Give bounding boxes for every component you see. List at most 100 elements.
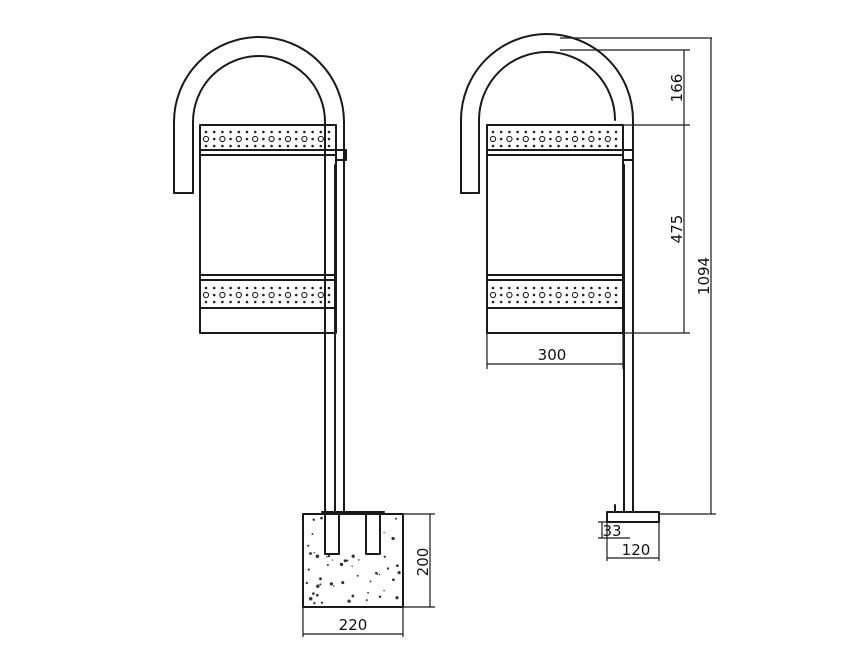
total-height-label: 1094 (695, 257, 713, 295)
perforation-hole (573, 144, 577, 148)
left-bottom-perforations (202, 286, 331, 304)
perforation-hole (219, 291, 226, 299)
perforation-hole (319, 300, 323, 304)
perforation-hole (253, 144, 257, 148)
perforation-hole (202, 291, 210, 299)
concrete-speck (356, 574, 359, 577)
perforation-hole (284, 135, 292, 143)
perforation-hole (499, 144, 503, 148)
perforation-hole (565, 137, 569, 141)
perforation-hole (245, 286, 249, 290)
footing-height-label: 200 (414, 548, 432, 577)
perforation-hole (590, 144, 593, 148)
perforation-hole (245, 144, 249, 148)
perforation-hole (540, 130, 544, 134)
perforation-hole (532, 130, 536, 134)
perforation-hole (491, 144, 495, 148)
perforation-hole (499, 130, 503, 134)
perforation-hole (614, 300, 618, 304)
perforation-hole (270, 300, 273, 304)
concrete-speck (351, 554, 355, 558)
perforation-hole (278, 137, 282, 141)
perforation-hole (499, 137, 503, 141)
perforation-hole (294, 137, 298, 141)
perforation-hole (319, 130, 323, 134)
perforation-hole (327, 130, 331, 134)
perforation-hole (506, 135, 513, 143)
left-basket (199, 124, 347, 334)
perforation-hole (581, 137, 585, 141)
perforation-hole (303, 300, 306, 304)
concrete-speck (346, 559, 349, 562)
basket-height-dimension: 475 (623, 125, 690, 334)
perforation-hole (303, 144, 306, 148)
perforation-hole (598, 137, 601, 141)
perforation-hole (252, 291, 259, 299)
perforation-hole (212, 300, 216, 304)
perforation-hole (286, 286, 290, 290)
perforation-hole (516, 137, 519, 141)
concrete-speck (378, 573, 381, 576)
concrete-speck (312, 593, 314, 595)
perforation-hole (268, 291, 275, 299)
perforation-hole (491, 286, 495, 290)
concrete-speck (319, 583, 322, 586)
perforation-hole (508, 286, 511, 290)
perforation-hole (319, 144, 323, 148)
perforation-hole (614, 144, 618, 148)
perforation-hole (565, 286, 569, 290)
perforation-hole (549, 300, 552, 304)
perforation-hole (555, 291, 562, 299)
perforation-hole (221, 130, 224, 134)
perforation-hole (489, 135, 497, 143)
arch-height-dimension: 166 (560, 37, 712, 126)
perforation-hole (571, 135, 579, 143)
perforation-hole (532, 300, 536, 304)
basket-width-label: 300 (538, 346, 567, 364)
perforation-hole (491, 130, 495, 134)
concrete-speck (305, 581, 308, 585)
perforation-hole (212, 286, 216, 290)
perforation-hole (237, 144, 241, 148)
perforation-hole (294, 130, 298, 134)
perforation-hole (557, 130, 560, 134)
perforation-hole (522, 291, 529, 299)
perforation-hole (327, 300, 331, 304)
perforation-hole (286, 144, 290, 148)
perforation-hole (598, 144, 601, 148)
perforation-hole (278, 130, 282, 134)
perforation-hole (262, 286, 265, 290)
concrete-speck (383, 531, 385, 534)
perforation-hole (262, 300, 265, 304)
perforation-hole (311, 144, 314, 148)
perforation-hole (311, 137, 314, 141)
footing-width-dimension: 220 (302, 607, 404, 637)
perforation-hole (524, 144, 528, 148)
perforation-hole (532, 137, 536, 141)
concrete-speck (326, 555, 328, 558)
concrete-speck (315, 593, 319, 597)
concrete-speck (339, 562, 344, 567)
perforation-hole (229, 300, 232, 304)
perforation-hole (237, 130, 241, 134)
perforation-hole (489, 291, 497, 299)
perforation-hole (539, 291, 546, 299)
concrete-speck (367, 591, 369, 594)
perforation-hole (327, 144, 331, 148)
perforation-hole (219, 135, 226, 143)
concrete-speck (392, 578, 395, 582)
concrete-speck (326, 564, 329, 566)
concrete-speck (375, 571, 378, 575)
perforation-hole (319, 286, 323, 290)
perforation-hole (491, 300, 495, 304)
perforation-hole (253, 300, 257, 304)
perforation-hole (557, 144, 560, 148)
perforation-hole (221, 286, 224, 290)
right-top-perforations (489, 130, 618, 148)
perforation-hole (294, 293, 298, 297)
concrete-speck (369, 580, 372, 583)
perforation-hole (516, 144, 519, 148)
perforation-hole (237, 286, 241, 290)
total-height-dimension: 1094 (659, 38, 716, 515)
perforation-hole (278, 300, 282, 304)
